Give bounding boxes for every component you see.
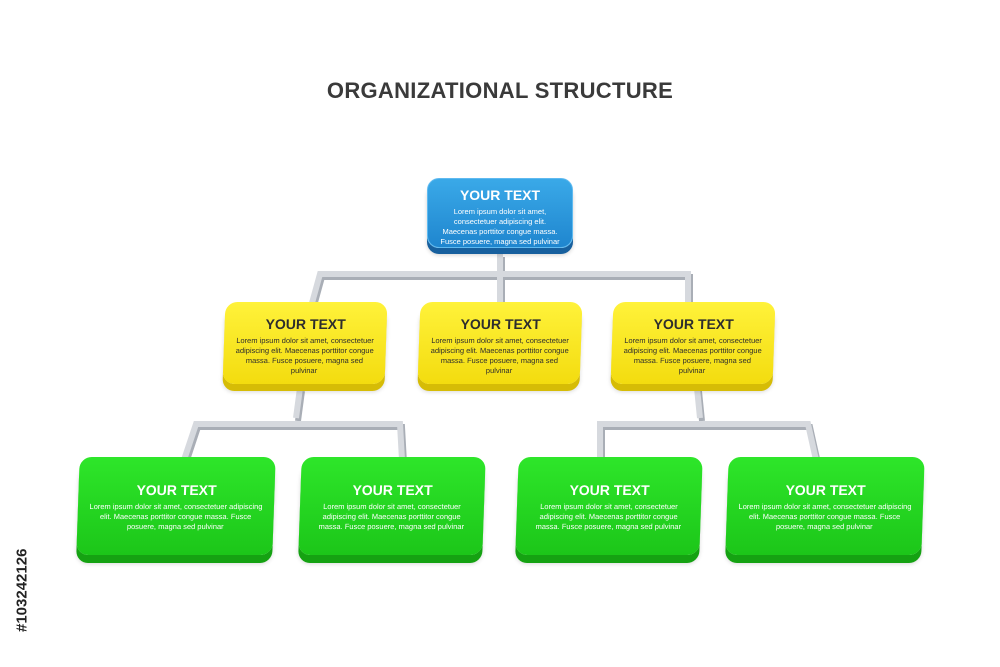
node-heading: YOUR TEXT — [460, 316, 542, 332]
level3-node-1: YOUR TEXT Lorem ipsum dolor sit amet, co… — [76, 457, 276, 555]
level2-node-right: YOUR TEXT Lorem ipsum dolor sit amet, co… — [610, 302, 776, 384]
node-body: Lorem ipsum dolor sit amet, consectetuer… — [623, 336, 763, 375]
node-body: Lorem ipsum dolor sit amet, consectetuer… — [738, 502, 912, 531]
level2-node-center: YOUR TEXT Lorem ipsum dolor sit amet, co… — [417, 302, 583, 384]
level2-node-left: YOUR TEXT Lorem ipsum dolor sit amet, co… — [222, 302, 388, 384]
node-body: Lorem ipsum dolor sit amet, consectetuer… — [440, 207, 560, 246]
node-body: Lorem ipsum dolor sit amet, consectetuer… — [430, 336, 570, 375]
node-body: Lorem ipsum dolor sit amet, consectetuer… — [89, 502, 263, 531]
level3-node-2: YOUR TEXT Lorem ipsum dolor sit amet, co… — [298, 457, 486, 555]
level3-node-4: YOUR TEXT Lorem ipsum dolor sit amet, co… — [725, 457, 925, 555]
diagram-title: ORGANIZATIONAL STRUCTURE — [326, 78, 674, 103]
level3-node-3: YOUR TEXT Lorem ipsum dolor sit amet, co… — [515, 457, 703, 555]
node-heading: YOUR TEXT — [265, 316, 347, 332]
node-heading: YOUR TEXT — [653, 316, 735, 332]
node-body: Lorem ipsum dolor sit amet, consectetuer… — [235, 336, 375, 375]
root-node: YOUR TEXT Lorem ipsum dolor sit amet, co… — [427, 178, 573, 248]
connector-right-bar — [597, 421, 819, 461]
stock-id: #103242126 — [13, 548, 31, 632]
node-heading: YOUR TEXT — [569, 482, 650, 498]
node-body: Lorem ipsum dolor sit amet, consectetuer… — [318, 502, 465, 531]
node-heading: YOUR TEXT — [785, 482, 866, 498]
connector-right-stem — [694, 387, 703, 419]
node-heading: YOUR TEXT — [352, 482, 433, 498]
connector-level2-bar — [309, 271, 691, 304]
node-body: Lorem ipsum dolor sit amet, consectetuer… — [535, 502, 682, 531]
node-heading: YOUR TEXT — [459, 187, 541, 203]
connector-left-stem — [293, 387, 303, 419]
stock-id-watermark: #103242126 — [10, 432, 34, 632]
connector-left-bar — [181, 421, 405, 461]
node-heading: YOUR TEXT — [136, 482, 217, 498]
